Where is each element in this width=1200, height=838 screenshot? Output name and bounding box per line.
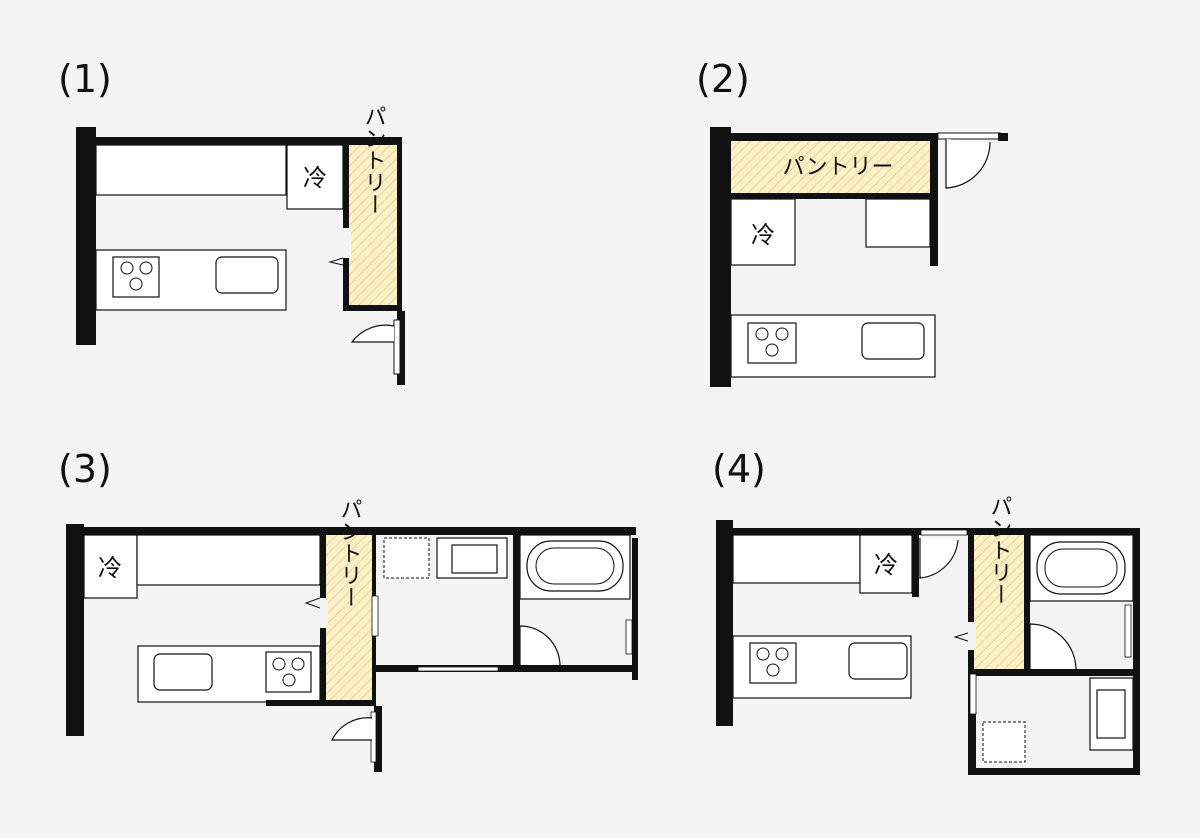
wall: [66, 524, 84, 736]
bathtub-basin: [1036, 541, 1126, 595]
pantry-door-opening: [966, 622, 976, 650]
bathtub-basin: [526, 540, 624, 592]
plan-2: (2) パントリー 冷: [696, 57, 1008, 387]
counter: [136, 534, 321, 586]
wall: [1133, 528, 1140, 772]
wall: [912, 535, 919, 597]
wall: [731, 133, 937, 141]
washing-machine: [383, 537, 430, 579]
sink: [861, 322, 925, 360]
plan-number-label: (1): [58, 57, 112, 101]
sink: [215, 256, 279, 294]
wall: [930, 133, 938, 266]
door-swing: [304, 597, 321, 609]
stove: [747, 322, 797, 364]
stove: [265, 651, 312, 693]
pantry: [349, 145, 397, 305]
refrigerator-label: 冷: [303, 164, 327, 192]
door-swing: [328, 257, 344, 266]
pantry-door-opening: [318, 598, 328, 628]
pantry-label: パントリー: [361, 105, 386, 215]
door-frame: [937, 132, 1001, 140]
plan-1: (1) 冷 パントリー: [58, 57, 405, 385]
refrigerator-label: 冷: [874, 551, 898, 579]
wall: [968, 768, 1140, 775]
plan-number-label: (4): [712, 447, 766, 491]
refrigerator-label: 冷: [751, 221, 775, 249]
door-swing: [919, 538, 959, 579]
door-leaf: [393, 319, 401, 375]
burner: [129, 277, 143, 291]
burner: [120, 261, 134, 275]
wall: [76, 127, 96, 345]
pantry: [326, 535, 372, 700]
door-swing: [953, 632, 969, 642]
plan-4: (4) 冷 パントリー: [712, 447, 1140, 775]
refrigerator: [730, 198, 796, 266]
wall: [84, 527, 636, 535]
plan-number-label: (2): [696, 57, 750, 101]
burner: [755, 327, 769, 341]
burner: [139, 261, 153, 275]
bath-door-swing: [519, 625, 561, 667]
wall: [376, 665, 638, 672]
window: [1124, 604, 1132, 658]
refrigerator: [286, 144, 344, 210]
pantry-door-opening: [341, 228, 351, 258]
sliding-door: [969, 673, 977, 715]
pantry: [974, 535, 1024, 669]
window: [625, 619, 633, 655]
wall: [710, 127, 731, 387]
refrigerator: [83, 534, 138, 599]
wall: [96, 137, 402, 145]
wall: [513, 535, 520, 668]
plan-number-label: (3): [58, 447, 112, 491]
burner: [291, 657, 305, 671]
stove: [112, 256, 160, 298]
door-frame: [920, 529, 968, 536]
burner: [775, 647, 789, 661]
entry-door-swing: [350, 324, 395, 343]
sink: [153, 653, 213, 691]
stove: [749, 642, 797, 684]
wall: [968, 669, 1133, 676]
pantry: [731, 141, 930, 193]
sliding-door: [371, 595, 379, 637]
wall: [968, 676, 976, 772]
wall: [716, 520, 733, 726]
bathtub-inner: [535, 547, 615, 585]
pantry-label: パントリー: [782, 155, 893, 180]
burner: [765, 343, 779, 357]
wall: [998, 133, 1008, 141]
burner: [766, 663, 780, 677]
pantry-label: パントリー: [337, 498, 362, 608]
pantry-wall: [731, 193, 930, 199]
wall: [374, 706, 382, 772]
burner: [282, 673, 296, 687]
bath-door-swing: [1029, 623, 1077, 671]
door-swing: [945, 139, 991, 189]
storage-box: [865, 198, 931, 248]
bathtub-inner: [1044, 548, 1118, 588]
burner: [756, 647, 770, 661]
wall: [632, 538, 638, 680]
counter: [95, 144, 287, 196]
sink: [848, 642, 908, 680]
refrigerator-label: 冷: [98, 554, 122, 582]
basin-bowl: [451, 544, 498, 574]
basin-bowl: [1096, 689, 1126, 739]
plan-3: (3) 冷 パントリー: [58, 447, 638, 772]
counter: [732, 534, 861, 584]
pantry-label: パントリー: [987, 495, 1012, 605]
sliding-door: [417, 666, 499, 672]
entry-door-swing: [331, 717, 373, 741]
washing-machine: [982, 721, 1026, 763]
wall: [266, 700, 376, 706]
burner: [272, 657, 286, 671]
burner: [775, 327, 789, 341]
wall: [397, 311, 405, 385]
